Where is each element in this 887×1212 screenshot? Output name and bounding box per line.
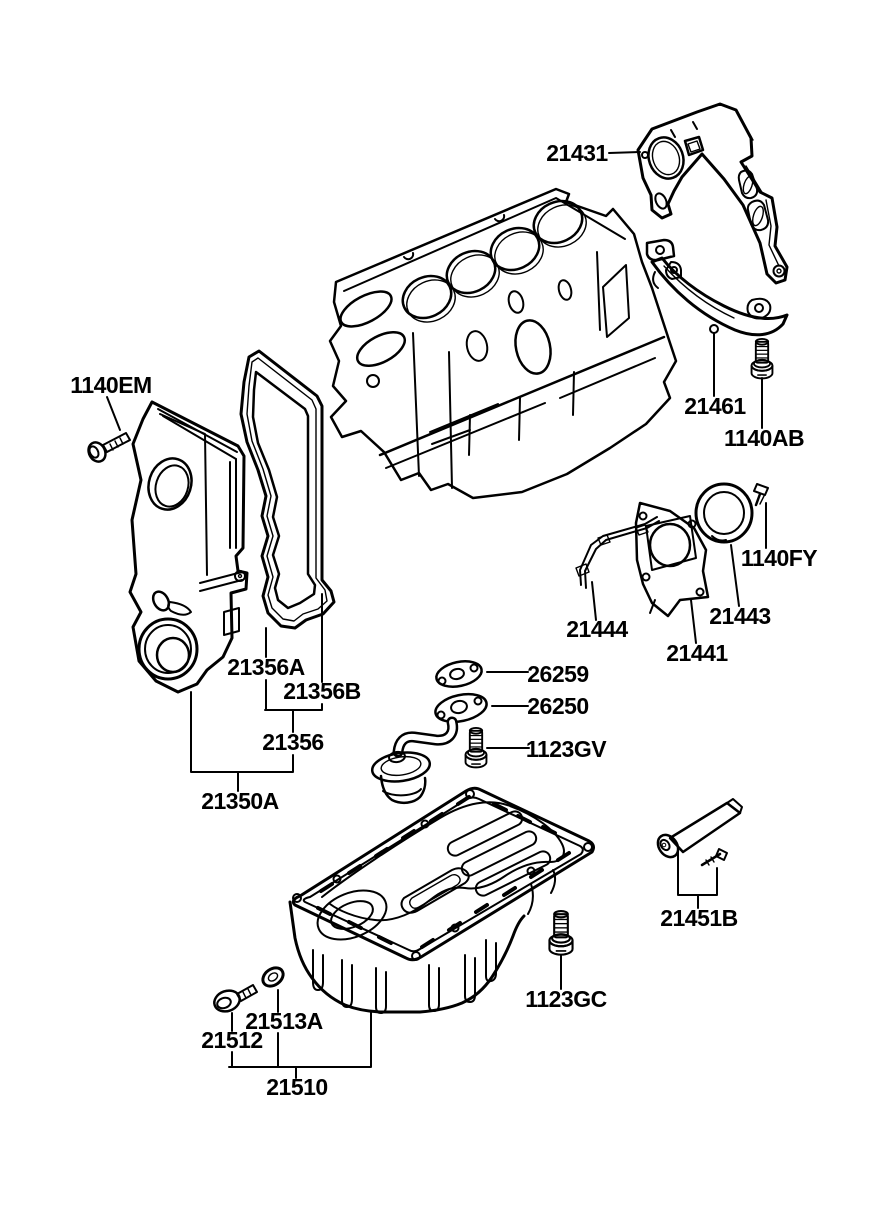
bracket-21431-drawing (636, 102, 789, 285)
leader-21444 (591, 581, 597, 621)
oil-pan-21510-drawing (288, 786, 595, 1014)
gasket-26259-drawing (435, 660, 483, 688)
label-1140AB[interactable]: 1140AB (724, 425, 805, 451)
label-21431[interactable]: 21431 (546, 140, 609, 166)
timing-cover-outline (128, 400, 249, 694)
label-21512[interactable]: 21512 (201, 1027, 263, 1053)
bolt-1123GV-drawing (464, 727, 488, 769)
bolt-1140AB-drawing (750, 338, 774, 380)
label-21356B[interactable]: 21356B (283, 678, 361, 704)
gasket-26250-drawing (434, 692, 488, 724)
gasket-21356B-drawing (239, 349, 336, 630)
label-1140EM[interactable]: 1140EM (70, 372, 152, 398)
bracket-21510-group (228, 989, 372, 1079)
label-21356[interactable]: 21356 (262, 729, 324, 755)
oil-screen-drawing (370, 716, 459, 805)
cylinder-bore-4 (532, 199, 584, 245)
cylinder-bore-1 (401, 274, 453, 320)
oil-pan-flange-outline (291, 786, 595, 962)
oil-seal-21443-drawing (694, 482, 754, 544)
engine-block-outline (328, 187, 678, 500)
part-labels: 21431 1140EM 21461 1140AB 1140FY 21444 2… (70, 140, 818, 1100)
label-21356A[interactable]: 21356A (227, 654, 305, 680)
rear-plate-21441-drawing (634, 501, 710, 618)
gasket-21444-drawing (575, 516, 660, 589)
timing-cover-21350A-drawing (128, 400, 249, 694)
gasket-21356A-drawing (251, 370, 317, 610)
label-21441[interactable]: 21441 (666, 640, 729, 666)
washer-21513A-drawing (261, 966, 285, 988)
label-26259[interactable]: 26259 (527, 661, 589, 687)
label-21461[interactable]: 21461 (684, 393, 747, 419)
leader-lines (106, 151, 767, 1079)
label-1140FY[interactable]: 1140FY (741, 545, 818, 571)
cylinder-bore-3 (489, 226, 541, 272)
sealant-screw-drawing (700, 848, 728, 867)
bracket-21356-group (190, 593, 323, 792)
label-21510[interactable]: 21510 (266, 1074, 328, 1100)
bolt-1140EM-drawing (87, 432, 131, 463)
label-26250[interactable]: 26250 (527, 693, 589, 719)
label-1123GV[interactable]: 1123GV (526, 736, 608, 762)
gasket-21356A-outline (251, 370, 317, 610)
drain-plug-21512-drawing (213, 984, 258, 1013)
leader-21441 (690, 599, 697, 644)
bolt-1140FY-drawing (753, 483, 769, 507)
gasket-21356B-outline (239, 349, 336, 630)
label-21513A[interactable]: 21513A (245, 1008, 323, 1034)
label-21451B[interactable]: 21451B (660, 905, 738, 931)
shield-21461-drawing (645, 238, 789, 337)
leader-1140EM (106, 396, 121, 431)
shield-21461-outline (650, 256, 789, 337)
cylinder-bore-2 (445, 249, 497, 295)
leader-21431 (608, 151, 641, 154)
engine-block-drawing (328, 187, 678, 500)
label-21443[interactable]: 21443 (709, 603, 771, 629)
label-21444[interactable]: 21444 (566, 616, 629, 642)
leader-21443 (730, 544, 740, 607)
sealant-tube-21451B-drawing (656, 798, 743, 867)
bolt-1123GC-drawing (548, 909, 574, 956)
bracket-21451B-group (677, 851, 718, 909)
label-1123GC[interactable]: 1123GC (525, 986, 607, 1012)
label-21350A[interactable]: 21350A (201, 788, 279, 814)
